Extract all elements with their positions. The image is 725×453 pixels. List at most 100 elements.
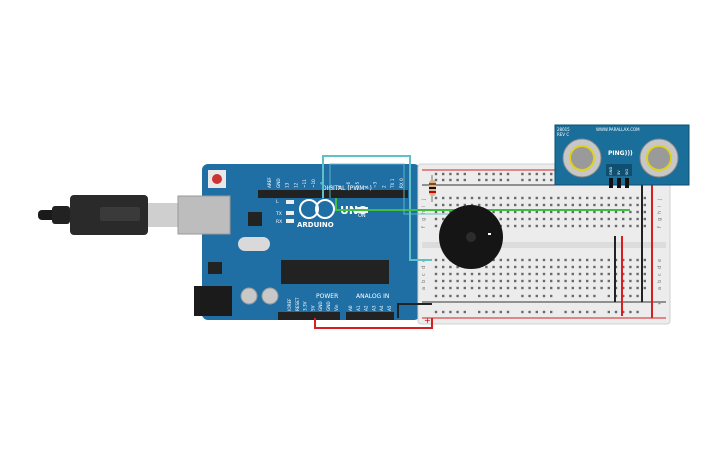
breadboard-hole	[564, 196, 567, 200]
breadboard-hole	[578, 272, 582, 276]
breadboard-hole	[521, 217, 524, 221]
breadboard-hole	[506, 265, 510, 269]
power-pin-label: 3.3V	[303, 301, 308, 311]
breadboard-hole	[535, 217, 538, 221]
arduino-logo-right-icon	[315, 199, 335, 219]
breadboard-hole	[564, 265, 567, 269]
breadboard-hole	[600, 265, 603, 269]
breadboard-rail-hole	[463, 294, 466, 298]
breadboard-hole	[514, 286, 517, 290]
breadboard-rail-hole	[442, 178, 445, 182]
power-pin-label: 5V	[310, 305, 315, 311]
breadboard-hole	[593, 286, 596, 290]
breadboard-hole	[492, 272, 495, 276]
breadboard-hole	[542, 272, 546, 276]
breadboard-hole	[506, 217, 510, 221]
breadboard-hole	[434, 210, 438, 214]
breadboard-hole	[643, 265, 646, 269]
breadboard-rail-hole	[528, 294, 531, 298]
breadboard-hole	[578, 217, 582, 221]
sensor-pin-label: GND	[609, 167, 613, 175]
breadboard-hole	[470, 196, 474, 200]
sensor-model-code: 28015	[557, 127, 570, 132]
breadboard-hole	[550, 258, 553, 262]
breadboard-hole	[456, 203, 459, 207]
breadboard-rail-hole	[434, 172, 438, 176]
breadboard-rail-hole	[593, 294, 596, 298]
breadboard-hole	[586, 265, 589, 269]
breadboard-rail-hole	[542, 310, 546, 314]
breadboard-hole	[485, 272, 488, 276]
crystal-oscillator	[238, 237, 270, 251]
analog-pin-label: A5	[387, 305, 392, 311]
breadboard-rail-hole	[485, 172, 488, 176]
breadboard-hole	[535, 210, 538, 214]
breadboard-hole	[485, 196, 488, 200]
breadboard-hole	[449, 279, 452, 283]
breadboard-rail-hole	[542, 172, 546, 176]
resistor-band-3	[429, 191, 436, 193]
breadboard-hole	[593, 272, 596, 276]
breadboard-row-label: e	[657, 259, 663, 262]
breadboard-rail-hole	[449, 178, 452, 182]
breadboard-row-label: a	[421, 287, 427, 290]
breadboard-hole	[586, 272, 589, 276]
breadboard-hole	[470, 279, 474, 283]
breadboard-hole	[571, 258, 574, 262]
power-pin-label: IOREF	[287, 298, 292, 311]
breadboard-hole	[614, 203, 618, 207]
breadboard-hole	[434, 258, 438, 262]
breadboard-hole	[578, 258, 582, 262]
rail-minus-label-right: -	[658, 299, 661, 308]
breadboard-rail-hole	[571, 294, 574, 298]
breadboard-hole	[463, 279, 466, 283]
breadboard-hole	[442, 286, 445, 290]
led-label: RX	[276, 219, 282, 225]
breadboard-hole	[557, 279, 560, 283]
usb-cable-boot	[52, 206, 70, 224]
breadboard-hole	[478, 286, 481, 290]
breadboard-hole	[629, 279, 632, 283]
breadboard-hole	[614, 196, 618, 200]
buzzer-hole	[466, 232, 476, 242]
cyan-wire-2	[329, 163, 470, 215]
breadboard-hole	[442, 272, 445, 276]
breadboard-hole	[593, 258, 596, 262]
breadboard-rail-hole	[550, 172, 553, 176]
breadboard-hole	[571, 224, 574, 228]
breadboard-rail-hole	[521, 294, 524, 298]
green-wire	[335, 198, 630, 211]
usb-cable-strain-relief	[38, 210, 56, 220]
breadboard-hole	[607, 217, 610, 221]
arduino-brand: ARDUINO	[297, 221, 334, 229]
breadboard-hole	[434, 272, 438, 276]
breadboard-rail-hole	[463, 310, 466, 314]
breadboard-hole	[557, 286, 560, 290]
breadboard-hole	[456, 286, 459, 290]
rail-plus-label: +	[424, 316, 431, 325]
led-l	[286, 200, 294, 204]
breadboard-rail-hole	[456, 172, 459, 176]
breadboard-row-label: i	[421, 206, 427, 207]
breadboard-hole	[514, 203, 517, 207]
breadboard-rail-hole	[542, 294, 546, 298]
breadboard-hole	[636, 210, 639, 214]
breadboard-hole	[542, 279, 546, 283]
breadboard-hole	[622, 224, 625, 228]
breadboard-hole	[586, 258, 589, 262]
breadboard-hole	[564, 224, 567, 228]
breadboard-rail-hole	[478, 172, 481, 176]
breadboard-hole	[636, 203, 639, 207]
breadboard-hole	[434, 279, 438, 283]
breadboard-hole	[514, 272, 517, 276]
breadboard-hole	[622, 210, 625, 214]
breadboard-hole	[600, 203, 603, 207]
breadboard-hole	[600, 196, 603, 200]
breadboard-rail-hole	[636, 294, 639, 298]
breadboard-hole	[506, 196, 510, 200]
breadboard-rail-hole	[485, 178, 488, 182]
usb-plug-metal	[148, 203, 178, 227]
breadboard-rail-hole	[578, 294, 582, 298]
